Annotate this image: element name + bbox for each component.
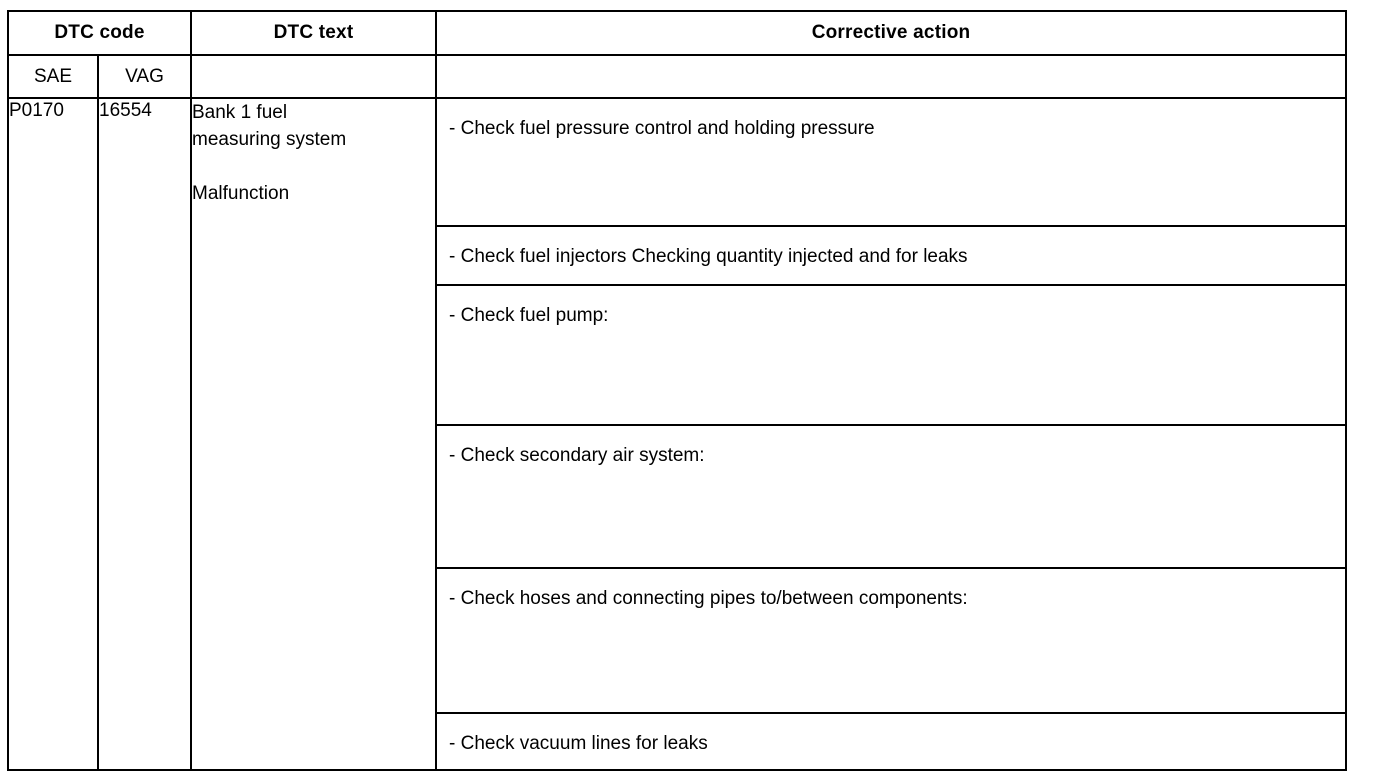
- header-corrective-action: Corrective action: [435, 10, 1347, 56]
- corrective-action-item: - Check secondary air system:: [437, 426, 1345, 569]
- corrective-action-item: - Check fuel pressure control and holdin…: [437, 99, 1345, 227]
- dtc-text-line-3: Malfunction: [192, 183, 290, 204]
- cell-corrective-actions: - Check fuel pressure control and holdin…: [435, 97, 1347, 771]
- table-header-row-secondary: SAE VAG: [7, 54, 1347, 99]
- corrective-action-item: - Check fuel injectors Checking quantity…: [437, 227, 1345, 286]
- corrective-action-text: - Check hoses and connecting pipes to/be…: [449, 588, 968, 609]
- corrective-action-text: - Check fuel injectors Checking quantity…: [449, 246, 968, 267]
- corrective-action-text: - Check vacuum lines for leaks: [449, 733, 708, 754]
- cell-sae-code: P0170: [7, 97, 99, 771]
- dtc-text-line-2: measuring system: [192, 129, 347, 150]
- table-header-row-primary: DTC code DTC text Corrective action: [7, 10, 1347, 56]
- corrective-action-text: - Check fuel pressure control and holdin…: [449, 118, 875, 139]
- dtc-text-line-1: Bank 1 fuel: [192, 102, 288, 123]
- corrective-action-list: - Check fuel pressure control and holdin…: [437, 99, 1345, 769]
- corrective-action-text: - Check fuel pump:: [449, 305, 609, 326]
- corrective-action-item: - Check hoses and connecting pipes to/be…: [437, 569, 1345, 714]
- header-dtc-text: DTC text: [190, 10, 437, 56]
- dtc-table: DTC code DTC text Corrective action SAE …: [7, 10, 1347, 771]
- header-dtc-text-blank: [190, 54, 437, 99]
- table-row: P0170 16554 Bank 1 fuel measuring system…: [7, 97, 1347, 771]
- header-vag: VAG: [97, 54, 192, 99]
- corrective-action-item: - Check fuel pump:: [437, 286, 1345, 426]
- cell-vag-code: 16554: [97, 97, 192, 771]
- header-sae: SAE: [7, 54, 99, 99]
- header-corrective-action-blank: [435, 54, 1347, 99]
- corrective-action-text: - Check secondary air system:: [449, 445, 705, 466]
- header-dtc-code: DTC code: [7, 10, 192, 56]
- cell-dtc-text: Bank 1 fuel measuring system Malfunction: [190, 97, 437, 771]
- corrective-action-item: - Check vacuum lines for leaks: [437, 714, 1345, 769]
- dtc-text-gap: [192, 153, 435, 180]
